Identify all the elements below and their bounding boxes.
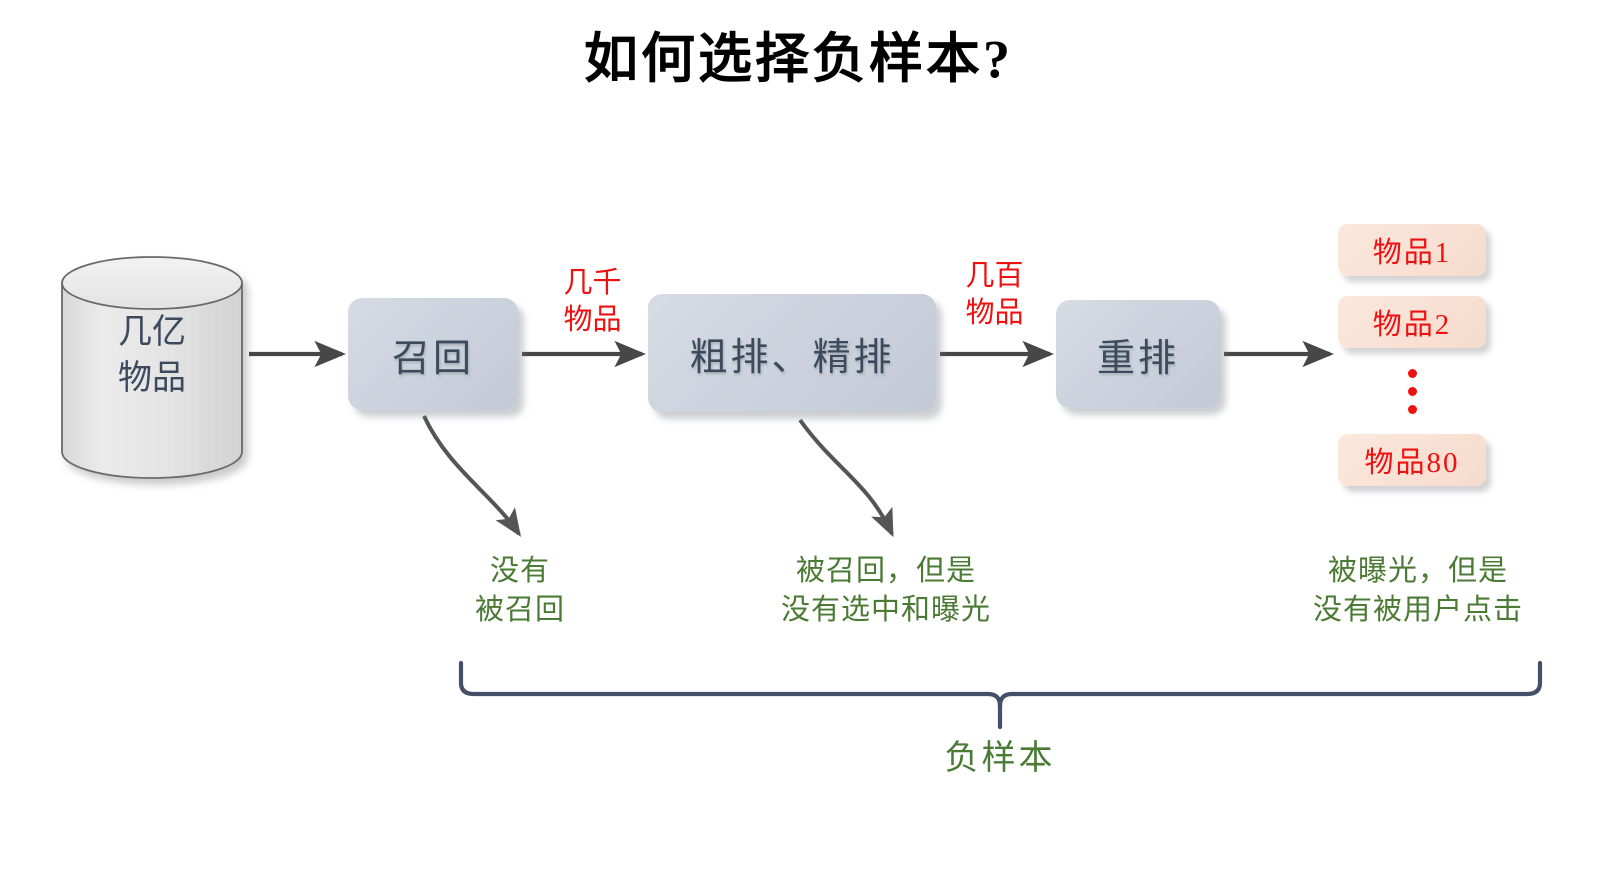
note-not-recalled: 没有 被召回 xyxy=(474,555,565,627)
pipeline-stage-rerank-label: 重排 xyxy=(1096,337,1179,380)
negative-sample-brace xyxy=(458,660,1543,730)
result-item-1[interactable]: 物品1 xyxy=(1338,224,1486,276)
pipeline-stage-rank[interactable]: 粗排、精排 xyxy=(648,294,936,412)
negative-sample-brace-label: 负样本 xyxy=(944,740,1056,777)
arrow-recall-dropout xyxy=(422,415,521,537)
pipeline-stage-recall-label: 召回 xyxy=(391,337,474,380)
result-item-2-label: 物品2 xyxy=(1372,309,1452,341)
result-item-2[interactable]: 物品2 xyxy=(1338,296,1486,348)
pipeline-stage-recall[interactable]: 召回 xyxy=(348,298,518,410)
result-list-ellipsis-icon xyxy=(1338,358,1486,424)
database-label: 几亿 物品 xyxy=(118,314,186,397)
page-title: 如何选择负样本? xyxy=(584,29,1013,89)
pipeline-stage-rerank[interactable]: 重排 xyxy=(1056,300,1220,408)
flow-label-thousands: 几千 物品 xyxy=(563,267,622,337)
result-item-1-label: 物品1 xyxy=(1372,237,1452,269)
pipeline-stage-rank-label: 粗排、精排 xyxy=(689,336,895,379)
arrow-rank-dropout xyxy=(798,418,894,538)
result-item-80[interactable]: 物品80 xyxy=(1338,434,1486,486)
note-recalled-not-exposed: 被召回，但是 没有选中和曝光 xyxy=(780,555,991,627)
flow-label-hundreds: 几百 物品 xyxy=(965,260,1024,330)
note-exposed-not-clicked: 被曝光，但是 没有被用户点击 xyxy=(1312,555,1523,627)
result-item-80-label: 物品80 xyxy=(1364,447,1460,479)
